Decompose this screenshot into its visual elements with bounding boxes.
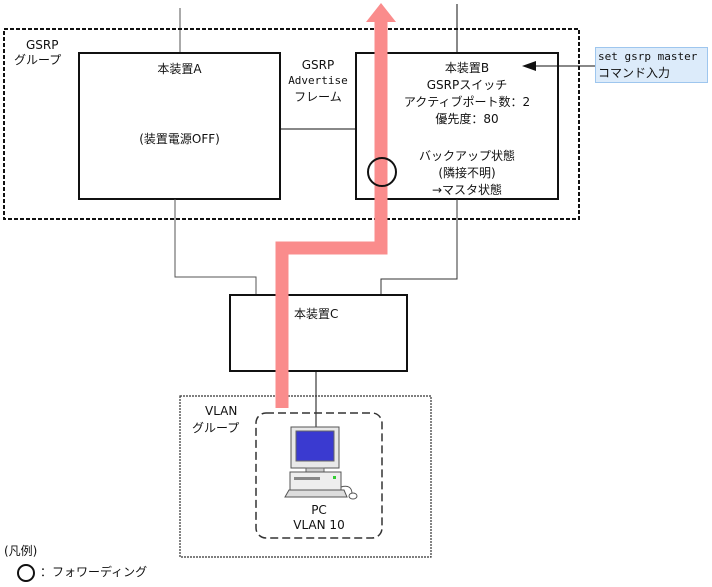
- device-a-box[interactable]: [78, 52, 281, 200]
- device-b-info: 本装置B GSRPスイッチ アクティブポート数：2 優先度：80: [376, 60, 558, 128]
- device-c-box[interactable]: [229, 294, 408, 372]
- device-a-title: 本装置A: [157, 62, 202, 76]
- pc-vlan-boundary: [255, 412, 383, 539]
- command-callout: set gsrp master コマンド入力: [595, 47, 708, 83]
- vlan-group-border: [179, 395, 432, 558]
- link-b-c: [380, 199, 458, 295]
- pc-icon[interactable]: [284, 426, 358, 500]
- link-a-c: [174, 199, 257, 295]
- pc-name: PC: [311, 503, 327, 517]
- device-b-role: GSRPスイッチ: [426, 78, 508, 92]
- legend-forwarding-label: ：フォワーディング: [40, 565, 148, 579]
- command-line1: set gsrp master: [598, 50, 698, 63]
- command-line2: コマンド入力: [598, 66, 671, 80]
- device-b-state: バックアップ状態 (隣接不明) →マスタ状態: [386, 148, 548, 199]
- command-arrow-head: [522, 61, 536, 71]
- vlan-group-label-line1: VLAN: [205, 404, 238, 418]
- advertise-line3: フレーム: [294, 90, 342, 104]
- pc-vlan: VLAN 10: [293, 518, 345, 532]
- device-c-title: 本装置C: [294, 307, 339, 321]
- forwarding-port-marker: [367, 157, 397, 187]
- forwarding-path: [275, 22, 388, 408]
- device-b-state-line2: (隣接不明): [438, 166, 496, 180]
- advertise-line2: Advertise: [288, 74, 348, 87]
- device-b-priority: 優先度：80: [435, 112, 499, 126]
- device-b-title: 本装置B: [444, 61, 490, 75]
- device-b-box[interactable]: [355, 52, 559, 200]
- gsrp-group-border: [3, 28, 580, 220]
- advertise-line1: GSRP: [301, 58, 335, 72]
- device-a-status: (装置電源OFF): [139, 132, 220, 146]
- gsrp-group-label-line1: GSRP: [26, 38, 59, 52]
- forwarding-arrowhead: [366, 3, 396, 22]
- pc-labels: PC VLAN 10: [256, 503, 382, 533]
- legend-circle-icon: [17, 564, 35, 582]
- legend-title: (凡例): [4, 544, 38, 558]
- device-b-active-ports: アクティブポート数：2: [403, 95, 531, 109]
- advertise-frame-label: GSRP Advertise フレーム: [280, 57, 356, 105]
- device-b-state-line1: バックアップ状態: [418, 149, 515, 163]
- vlan-group-label-line2: グループ: [192, 421, 240, 435]
- device-b-state-line3: →マスタ状態: [431, 183, 503, 197]
- gsrp-group-label-line2: グループ: [14, 53, 62, 67]
